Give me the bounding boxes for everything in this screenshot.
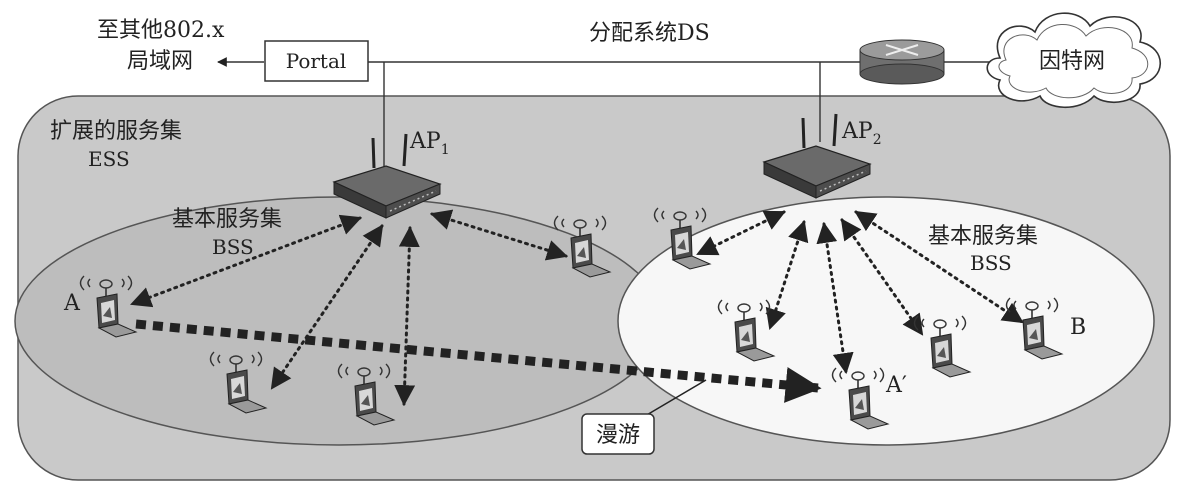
distribution-system-lines [217,57,995,168]
portal-label: Portal [286,49,347,73]
cloud-icon: 因特网 [986,12,1162,108]
bss-left-label-line2: BSS [212,235,254,259]
bss-right-label-line1: 基本服务集 [928,224,1038,249]
roaming-path [135,319,822,403]
roaming-label-pointer [644,379,707,417]
internet-label: 因特网 [1039,49,1105,74]
ap1-wireless-links [130,209,569,407]
other-lan-label-line2: 局域网 [127,49,193,74]
ap1-label: AP1 [409,129,450,158]
other-lan-label-line1: 至其他802.x [97,18,225,43]
roaming-label: 漫游 [596,423,640,448]
station-b-label: B [1070,315,1086,340]
distribution-system-label: 分配系统DS [589,21,710,46]
station-a-label: A [63,291,81,316]
ap2-wireless-links [696,210,1024,375]
ap2-label: AP2 [841,119,882,148]
portal-box: Portal [264,40,369,82]
ess-label-line2: ESS [88,147,130,171]
roaming-label-box: 漫游 [581,413,655,455]
station-a-prime-label: A′ [885,373,907,398]
ess-label-line1: 扩展的服务集 [50,119,182,144]
bss-right-label-line2: BSS [970,251,1012,275]
router-icon [859,39,945,85]
bss-left-label-line1: 基本服务集 [172,207,282,232]
